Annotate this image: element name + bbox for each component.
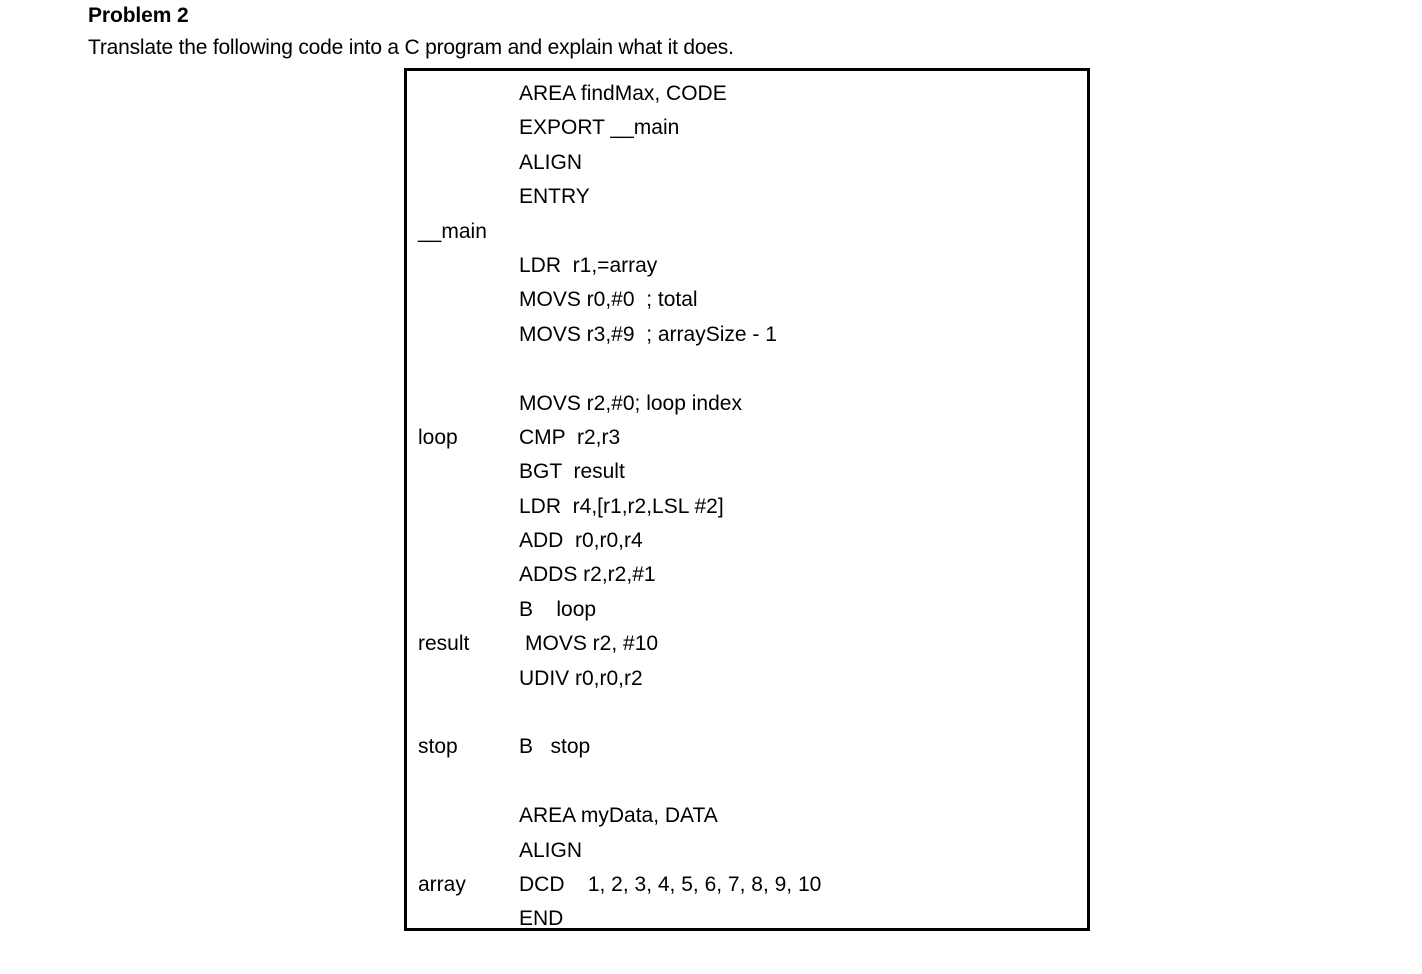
code-instruction: B loop bbox=[519, 597, 597, 621]
code-instruction: BGT result bbox=[519, 460, 625, 484]
code-instruction: AREA myData, DATA bbox=[519, 804, 718, 828]
code-instruction: CMP r2,r3 bbox=[519, 425, 621, 449]
code-line: AREA myData, DATA bbox=[407, 799, 1087, 833]
code-line bbox=[407, 696, 1087, 730]
code-line: ENTRY bbox=[407, 180, 1087, 214]
page-title: Problem 2 bbox=[88, 4, 189, 27]
code-instruction: MOVS r2, #10 bbox=[525, 632, 659, 656]
code-line: BGT result bbox=[407, 455, 1087, 489]
code-instruction: ENTRY bbox=[519, 185, 590, 209]
code-instruction: ADD r0,r0,r4 bbox=[519, 529, 643, 553]
code-line bbox=[407, 352, 1087, 386]
code-line: LDR r4,[r1,r2,LSL #2] bbox=[407, 490, 1087, 524]
code-line: loop CMP r2,r3 bbox=[407, 421, 1087, 455]
code-instruction: EXPORT __main bbox=[519, 116, 680, 140]
code-instruction: DCD 1, 2, 3, 4, 5, 6, 7, 8, 9, 10 bbox=[519, 872, 822, 896]
code-line: EXPORT __main bbox=[407, 111, 1087, 145]
code-line: MOVS r2,#0; loop index bbox=[407, 387, 1087, 421]
code-instruction: UDIV r0,r0,r2 bbox=[519, 666, 643, 690]
code-instruction: AREA findMax, CODE bbox=[519, 82, 727, 105]
code-instruction: B stop bbox=[519, 735, 591, 759]
problem-prompt-text: Translate the following code into a C pr… bbox=[88, 36, 734, 59]
code-line: B loop bbox=[407, 593, 1087, 627]
code-line: ADD r0,r0,r4 bbox=[407, 524, 1087, 558]
code-line: ADDS r2,r2,#1 bbox=[407, 558, 1087, 592]
code-line: UDIV r0,r0,r2 bbox=[407, 662, 1087, 696]
code-line: result MOVS r2, #10 bbox=[407, 627, 1087, 661]
code-label: __main bbox=[418, 219, 487, 243]
code-instruction: ADDS r2,r2,#1 bbox=[519, 563, 656, 587]
code-label: stop bbox=[418, 735, 458, 759]
code-line: AREA findMax, CODE bbox=[407, 77, 1087, 111]
code-instruction: MOVS r0,#0 ; total bbox=[519, 288, 698, 312]
code-instruction: MOVS r3,#9 ; arraySize - 1 bbox=[519, 322, 777, 346]
code-line: ALIGN bbox=[407, 834, 1087, 868]
code-instruction: END bbox=[519, 907, 564, 931]
code-instruction: ALIGN bbox=[519, 838, 583, 862]
code-line: __main bbox=[407, 215, 1087, 249]
code-instruction: LDR r4,[r1,r2,LSL #2] bbox=[519, 494, 724, 518]
code-line bbox=[407, 765, 1087, 799]
code-label: result bbox=[418, 632, 470, 656]
code-line: ALIGN bbox=[407, 146, 1087, 180]
code-label: loop bbox=[418, 425, 458, 449]
code-line: LDR r1,=array bbox=[407, 249, 1087, 283]
code-label: array bbox=[418, 872, 466, 896]
code-line: END bbox=[407, 902, 1087, 936]
code-line: array DCD 1, 2, 3, 4, 5, 6, 7, 8, 9, 10 bbox=[407, 868, 1087, 902]
code-line: MOVS r3,#9 ; arraySize - 1 bbox=[407, 318, 1087, 352]
code-instruction: LDR r1,=array bbox=[519, 253, 658, 277]
code-line: MOVS r0,#0 ; total bbox=[407, 283, 1087, 317]
code-line: stop B stop bbox=[407, 730, 1087, 764]
code-instruction: MOVS r2,#0; loop index bbox=[519, 391, 742, 415]
code-instruction: ALIGN bbox=[519, 150, 583, 174]
